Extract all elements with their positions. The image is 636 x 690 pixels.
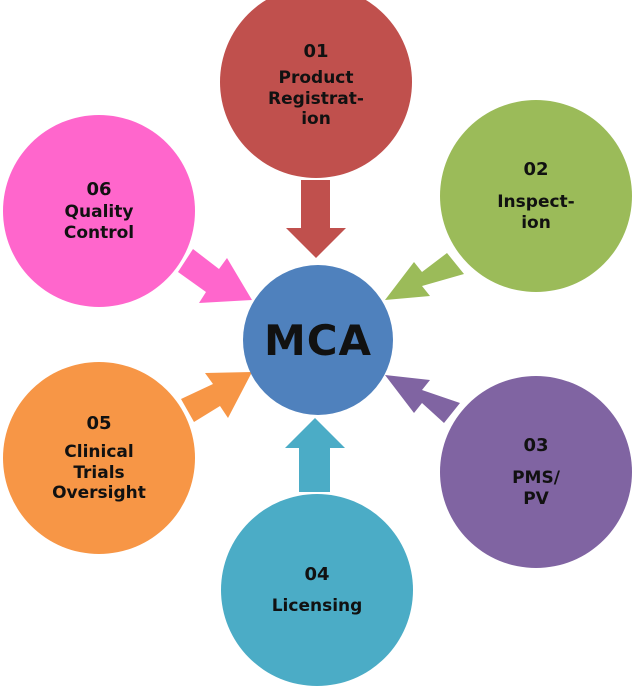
node-number: 06 <box>86 178 112 200</box>
node-text-line: Clinical <box>64 442 134 463</box>
node-text-line: Oversight <box>52 482 146 503</box>
node-text-line: PV <box>523 488 549 509</box>
node-number: 01 <box>303 40 329 62</box>
node-text-line: Inspect- <box>497 192 575 213</box>
arrow-04 <box>285 418 345 492</box>
node-label-01: 01 Product Registrat- ion <box>236 30 396 140</box>
node-text-line: Registrat- <box>268 88 364 109</box>
node-label-02: 02 Inspect- ion <box>456 148 616 244</box>
node-text-line: Trials <box>73 462 125 483</box>
node-circle-04 <box>221 494 413 686</box>
node-text-line: ion <box>521 212 551 233</box>
arrow-02 <box>385 253 464 300</box>
node-text-line: Control <box>63 222 135 243</box>
node-number: 03 <box>523 434 549 456</box>
arrow-05 <box>181 372 252 422</box>
node-text-line: PMS/ <box>512 468 560 489</box>
node-text-line: Quality <box>64 202 134 223</box>
node-text-line: Licensing <box>271 595 363 616</box>
node-number: 02 <box>523 158 549 180</box>
node-circle-06 <box>3 115 195 307</box>
node-text-line: ion <box>301 108 331 129</box>
node-text-line: Product <box>278 68 354 89</box>
arrow-01 <box>286 180 346 258</box>
arrow-06 <box>178 249 252 303</box>
center-label: MCA <box>263 315 373 365</box>
node-number: 05 <box>86 412 112 434</box>
node-label-03: 03 PMS/ PV <box>456 424 616 520</box>
node-number: 04 <box>304 564 330 585</box>
node-circle-02 <box>440 100 632 292</box>
node-label-06: 06 Quality Control <box>19 172 179 250</box>
node-circle-05 <box>3 362 195 554</box>
node-label-04: 04 Licensing <box>237 555 397 625</box>
arrow-03 <box>385 375 460 423</box>
node-circle-03 <box>440 376 632 568</box>
node-circle-01 <box>220 0 412 178</box>
node-label-05: 05 Clinical Trials Oversight <box>19 408 179 508</box>
center-circle <box>243 265 393 415</box>
